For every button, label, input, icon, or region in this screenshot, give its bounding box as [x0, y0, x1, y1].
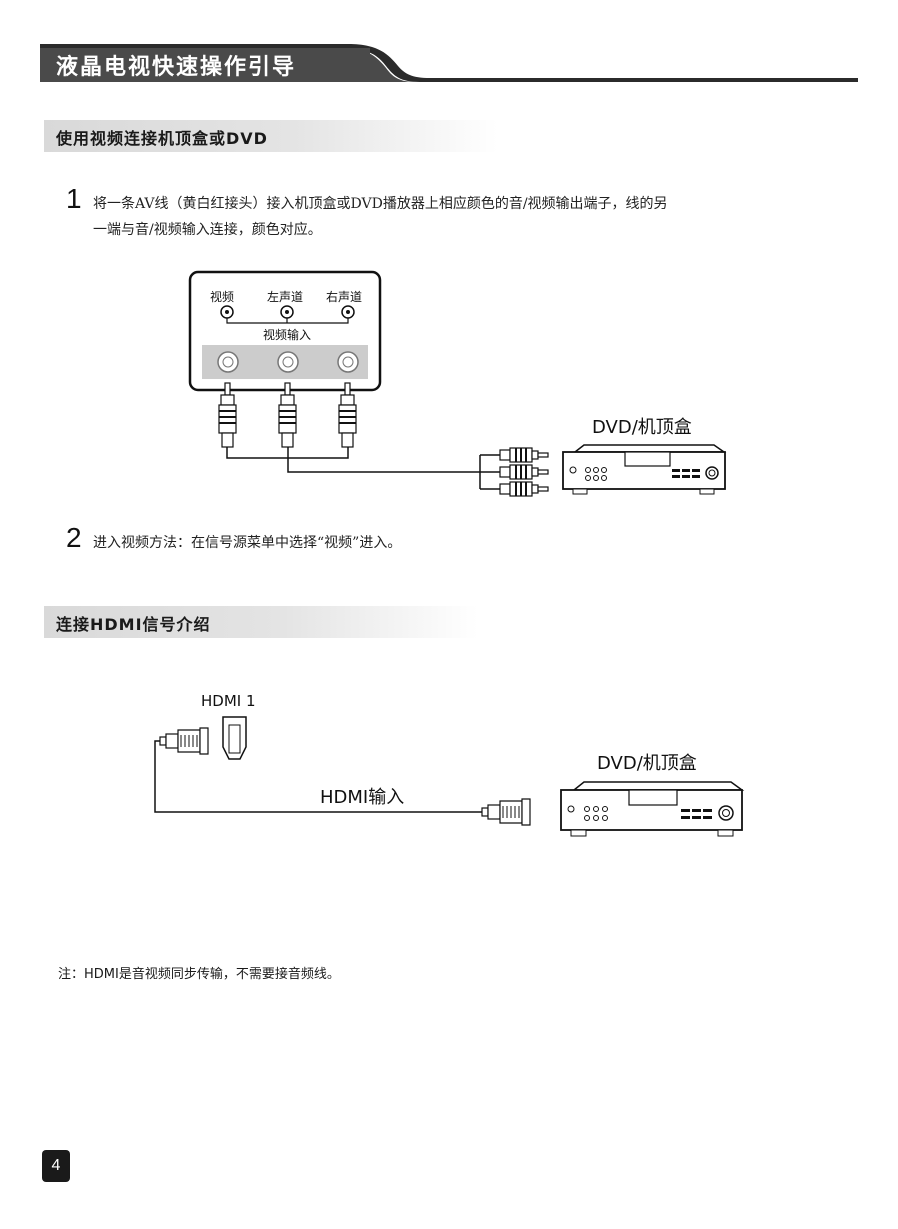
page-header-title: 液晶电视快速操作引导: [56, 54, 297, 80]
hdmi-plug-right: [481, 798, 531, 826]
section-title-hdmi: 连接HDMI信号介绍: [56, 615, 211, 634]
hdmi-cable-label: HDMI输入: [320, 787, 404, 808]
step1-text-line1: 将一条AV线（黄白红接头）接入机顶盒或DVD播放器上相应颜色的音/视频输出端子，…: [93, 196, 668, 212]
section-title-av: 使用视频连接机顶盒或DVD: [56, 129, 268, 148]
section-heading-av: 使用视频连接机顶盒或DVD: [44, 120, 498, 152]
device-label-dvd-hdmi: DVD/机顶盒: [597, 753, 697, 774]
hdmi-note: 注：HDMI是音视频同步传输，不需要接音频线。: [58, 967, 340, 982]
device-label-dvd-av: DVD/机顶盒: [592, 417, 692, 438]
hdmi-plug-left: [159, 727, 209, 755]
hdmi-port-label: HDMI 1: [201, 692, 256, 710]
section-heading-hdmi: 连接HDMI信号介绍: [44, 606, 478, 638]
step-number-1: 1: [66, 183, 82, 214]
step-number-2: 2: [66, 522, 82, 553]
header-banner: [40, 44, 858, 82]
jack-label-video: 视频: [210, 289, 234, 304]
panel-label-video-input: 视频输入: [263, 327, 311, 342]
jack-label-right: 右声道: [326, 289, 362, 304]
av-connection-diagram: 视频 左声道 右声道 视频输入 DVD/机顶盒: [188, 270, 727, 497]
step1-text-line2: 一端与音/视频输入连接，颜色对应。: [93, 222, 322, 238]
step2-text: 进入视频方法：在信号源菜单中选择“视频”进入。: [93, 535, 402, 551]
jack-label-left: 左声道: [267, 289, 303, 304]
hdmi-connection-diagram: HDMI 1 HDMI输入 DVD/机顶盒: [154, 692, 745, 837]
page-number: 4: [42, 1150, 70, 1182]
